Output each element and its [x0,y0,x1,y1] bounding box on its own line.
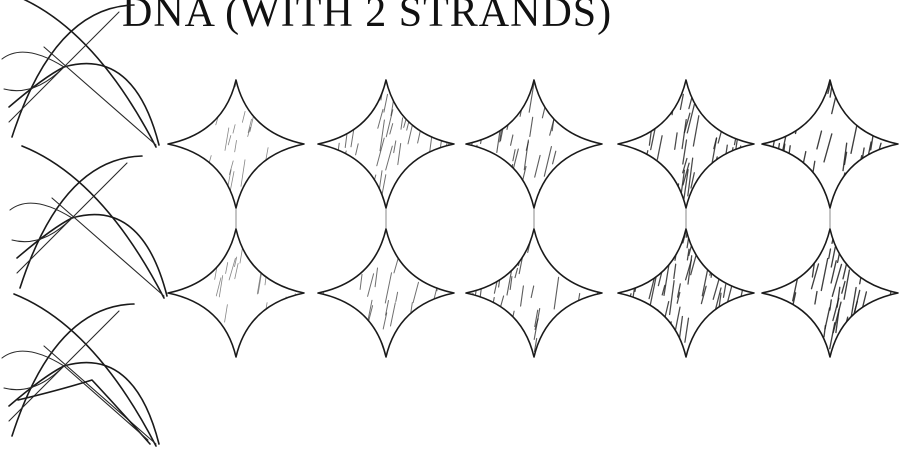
hatching [323,206,459,350]
star-cell-r1-c2 [318,56,454,208]
star-cell-r1-c3 [466,57,603,208]
star-cell-r1-c5 [762,51,904,208]
hatching [764,192,900,356]
hatching [318,56,452,207]
hatching [619,57,761,206]
hatching [619,196,758,357]
arc-knot [2,294,159,446]
star-outline [168,229,304,357]
star-cell-r2-c4 [618,196,758,357]
hatching [763,51,904,200]
star-cell-r2-c5 [762,192,901,357]
star-outline [318,80,454,208]
star-outline [762,229,898,357]
star-cell-r1-c1 [168,63,304,209]
star-cell-r2-c1 [168,212,307,357]
star-outline [466,80,602,208]
left-construction-arcs [2,0,167,446]
star-cell-grid [168,51,904,357]
star-cell-r2-c2 [318,206,459,357]
star-outline [762,80,898,208]
arc-knot [10,146,167,298]
star-outline [318,229,454,357]
diagram-title: DNA (WITH 2 STRANDS) [122,0,612,36]
hatching [467,57,603,208]
star-cell-r1-c4 [618,57,760,209]
hatching [170,212,307,352]
